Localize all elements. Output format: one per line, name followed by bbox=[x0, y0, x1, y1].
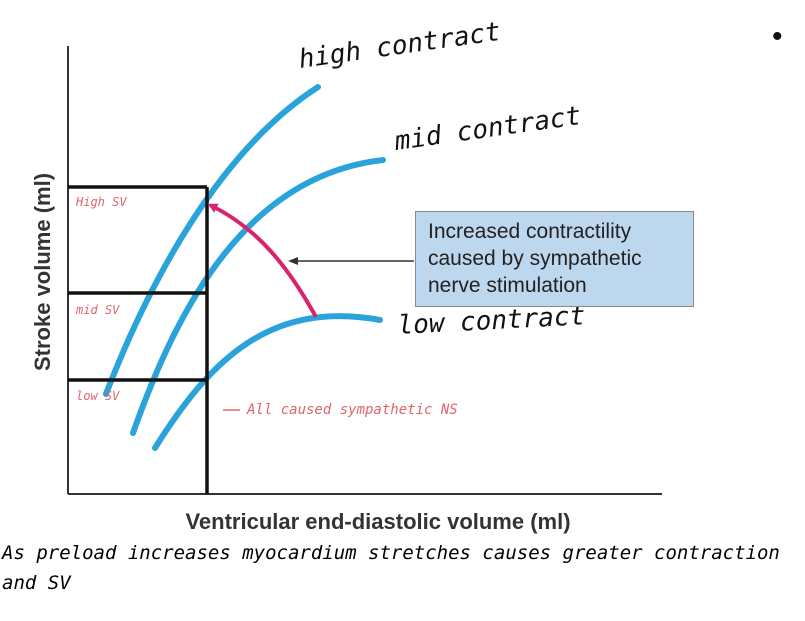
callout-line-3: nerve stimulation bbox=[428, 274, 587, 297]
label-sympathetic-ns: All caused sympathetic NS bbox=[246, 402, 458, 418]
callout-line-1: Increased contractility bbox=[428, 220, 632, 243]
contractility-arrow bbox=[207, 203, 318, 318]
label-low-sv: low SV bbox=[76, 389, 120, 403]
curve-mid-contract bbox=[130, 157, 386, 436]
label-mid-contract: mid contract bbox=[392, 101, 583, 157]
label-mid-sv: mid SV bbox=[75, 303, 120, 317]
curve-low-contract bbox=[152, 313, 383, 451]
preload-note: As preload increases myocardium stretche… bbox=[2, 542, 780, 594]
y-axis-label: Stroke volume (ml) bbox=[30, 173, 55, 371]
callout-box: Increased contractility caused by sympat… bbox=[415, 211, 694, 307]
label-high-contract: high contract bbox=[297, 17, 503, 75]
x-axis-label: Ventricular end-diastolic volume (ml) bbox=[185, 509, 570, 534]
callout-line-2: caused by sympathetic bbox=[428, 247, 642, 270]
curve-high-contract bbox=[103, 84, 321, 397]
bullet: • bbox=[772, 20, 783, 53]
label-low-contract: low contract bbox=[397, 301, 586, 341]
label-high-sv: High SV bbox=[75, 195, 127, 209]
